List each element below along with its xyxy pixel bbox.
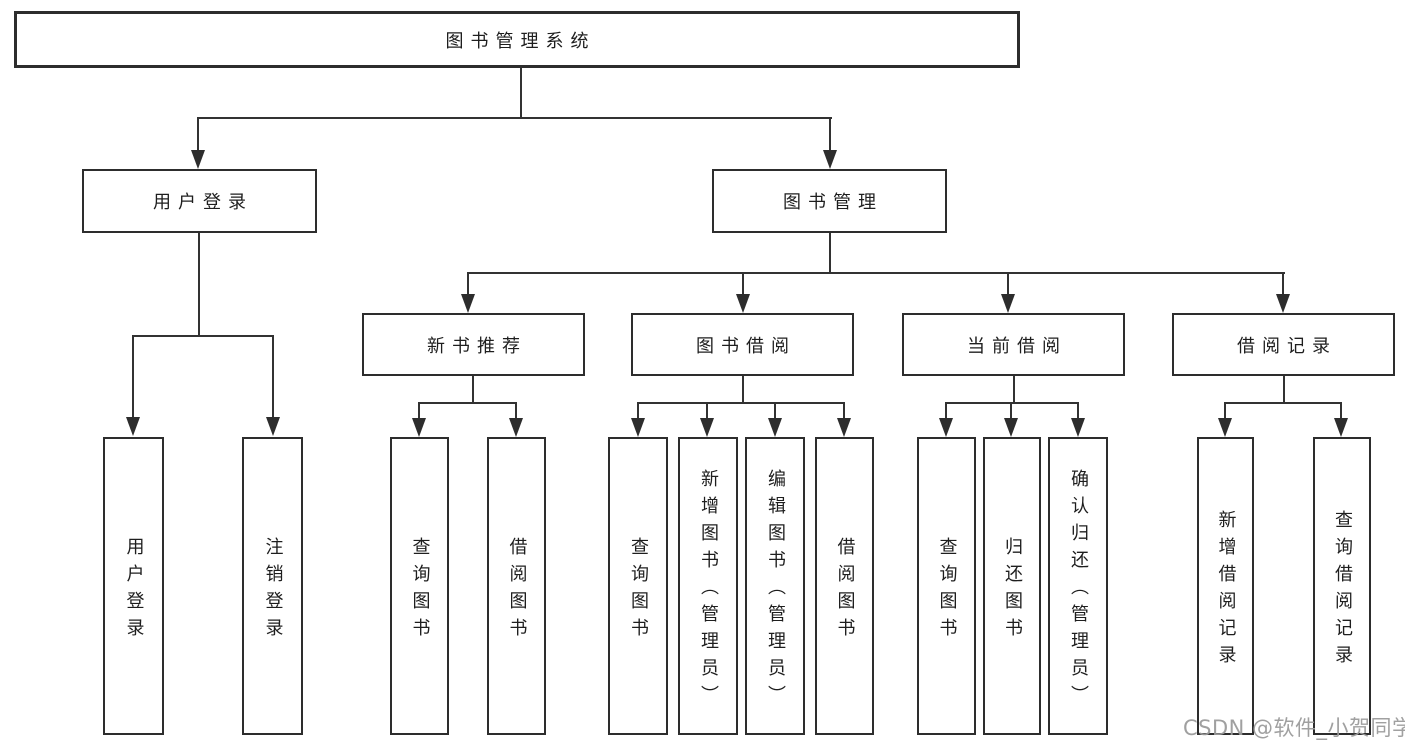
connector-line xyxy=(418,402,517,404)
connector-line xyxy=(843,402,845,419)
node-borrowing-records: 借阅记录 xyxy=(1172,313,1395,376)
leaf-logout: 注销登录 xyxy=(242,437,303,735)
connector-line xyxy=(1283,376,1285,403)
connector-line xyxy=(742,376,744,403)
leaf-borrow-books-recommend: 借阅图书 xyxy=(487,437,546,735)
connector-line xyxy=(520,68,522,118)
arrow-down-icon xyxy=(266,417,280,436)
connector-line xyxy=(742,272,744,295)
connector-line xyxy=(467,272,469,295)
arrow-down-icon xyxy=(1001,294,1015,313)
connector-line xyxy=(1224,402,1226,419)
connector-line xyxy=(132,335,274,337)
connector-line xyxy=(706,402,708,419)
connector-line xyxy=(637,402,639,419)
arrow-down-icon xyxy=(412,418,426,437)
arrow-down-icon xyxy=(461,294,475,313)
connector-line xyxy=(197,117,199,151)
connector-line xyxy=(272,335,274,418)
connector-line xyxy=(1077,402,1079,419)
arrow-down-icon xyxy=(1276,294,1290,313)
connector-line xyxy=(472,376,474,403)
node-new-book-recommendation: 新书推荐 xyxy=(362,313,585,376)
leaf-query-borrow-record: 查询借阅记录 xyxy=(1313,437,1371,735)
node-book-borrowing: 图书借阅 xyxy=(631,313,854,376)
arrow-down-icon xyxy=(509,418,523,437)
connector-line xyxy=(515,402,517,419)
leaf-confirm-return-admin: 确认归还（管理员） xyxy=(1048,437,1108,735)
connector-line xyxy=(1013,376,1015,403)
leaf-edit-books-admin: 编辑图书（管理员） xyxy=(745,437,805,735)
leaf-user-login: 用户登录 xyxy=(103,437,164,735)
arrow-down-icon xyxy=(837,418,851,437)
leaf-borrow-books-borrowing: 借阅图书 xyxy=(815,437,874,735)
connector-line xyxy=(1007,272,1009,295)
connector-line xyxy=(132,335,134,418)
connector-line xyxy=(637,402,845,404)
leaf-add-borrow-record: 新增借阅记录 xyxy=(1197,437,1254,735)
arrow-down-icon xyxy=(1004,418,1018,437)
connector-line xyxy=(1224,402,1342,404)
arrow-down-icon xyxy=(823,150,837,169)
arrow-down-icon xyxy=(126,417,140,436)
node-current-borrowing: 当前借阅 xyxy=(902,313,1125,376)
arrow-down-icon xyxy=(631,418,645,437)
connector-line xyxy=(467,272,1285,274)
connector-line xyxy=(945,402,1079,404)
connector-line xyxy=(1282,272,1284,295)
arrow-down-icon xyxy=(1334,418,1348,437)
arrow-down-icon xyxy=(939,418,953,437)
leaf-query-books-borrowing: 查询图书 xyxy=(608,437,668,735)
connector-line xyxy=(774,402,776,419)
leaf-return-books: 归还图书 xyxy=(983,437,1041,735)
leaf-query-books-current: 查询图书 xyxy=(917,437,976,735)
connector-line xyxy=(829,233,831,273)
connector-line xyxy=(198,233,200,336)
connector-line xyxy=(418,402,420,419)
arrow-down-icon xyxy=(736,294,750,313)
arrow-down-icon xyxy=(768,418,782,437)
node-book-management-module: 图书管理 xyxy=(712,169,947,233)
connector-line xyxy=(945,402,947,419)
leaf-add-books-admin: 新增图书（管理员） xyxy=(678,437,738,735)
connector-line xyxy=(197,117,832,119)
csdn-watermark: CSDN @软件_小贺同学 xyxy=(1183,716,1405,740)
node-root: 图书管理系统 xyxy=(14,11,1020,68)
arrow-down-icon xyxy=(1071,418,1085,437)
arrow-down-icon xyxy=(1218,418,1232,437)
connector-line xyxy=(829,117,831,151)
arrow-down-icon xyxy=(191,150,205,169)
connector-line xyxy=(1010,402,1012,419)
node-user-login-module: 用户登录 xyxy=(82,169,317,233)
arrow-down-icon xyxy=(700,418,714,437)
leaf-query-books-recommend: 查询图书 xyxy=(390,437,449,735)
connector-line xyxy=(1340,402,1342,419)
